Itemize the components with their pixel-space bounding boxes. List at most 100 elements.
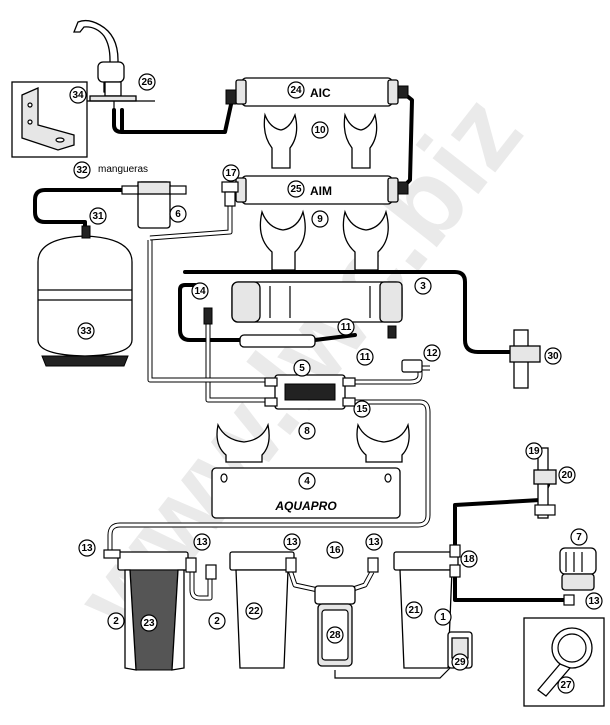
callout-33: 33 [77, 322, 95, 340]
callout-12: 12 [423, 344, 441, 362]
drain-elbow [401, 359, 423, 373]
callout-26: 26 [138, 73, 156, 91]
callout-number: 10 [314, 125, 326, 136]
callout-number: 15 [356, 404, 368, 415]
prefilter-housing-21 [393, 551, 459, 669]
callout-number: 13 [81, 543, 93, 554]
callout-3: 3 [414, 277, 432, 295]
clips-10 [263, 112, 378, 169]
callout-7: 7 [570, 528, 588, 546]
callout-number: 33 [80, 326, 92, 337]
callout-24: 24 [287, 81, 305, 99]
fittings-13 [103, 544, 575, 606]
callout-number: 16 [329, 545, 341, 556]
callout-number: 6 [175, 209, 181, 220]
callout-number: 11 [360, 352, 371, 363]
callout-34: 34 [69, 86, 87, 104]
callout-number: 9 [317, 214, 323, 225]
callout-number: 29 [454, 657, 466, 668]
callout-number: 28 [329, 630, 341, 641]
callout-number: 3 [420, 281, 426, 292]
callout-number: 20 [561, 470, 573, 481]
drain-saddle [509, 329, 541, 389]
callout-number: 31 [92, 211, 104, 222]
callout-8: 8 [298, 422, 316, 440]
callout-27: 27 [557, 676, 575, 694]
callout-15: 15 [353, 400, 371, 418]
callout-32: 32 [73, 161, 91, 179]
callout-number: 34 [72, 90, 84, 101]
callout-13: 13 [193, 533, 211, 551]
callout-number: 23 [143, 618, 155, 629]
callout-13: 13 [365, 533, 383, 551]
faucet [70, 19, 155, 134]
callout-14: 14 [191, 282, 209, 300]
callout-number: 1 [440, 612, 446, 623]
callout-2: 2 [208, 612, 226, 630]
shutoff-valve [264, 374, 356, 410]
callout-18: 18 [460, 550, 478, 568]
callout-number: 13 [368, 537, 380, 548]
callout-number: 27 [560, 680, 572, 691]
aim-cartridge: AIM [235, 175, 399, 205]
callout-number: 12 [426, 348, 438, 359]
mounting-panel: AQUAPRO [211, 467, 401, 519]
membrane-housing [231, 281, 403, 323]
aic-cartridge: AIC [235, 77, 399, 107]
prefilter-housing-23 [117, 551, 189, 671]
tubing [33, 90, 567, 679]
callout-11: 11 [356, 348, 374, 366]
callout-number: 13 [286, 537, 298, 548]
callout-number: 11 [341, 322, 352, 333]
callout-number: 25 [290, 184, 302, 195]
callout-2: 2 [107, 612, 125, 630]
callout-number: 5 [299, 363, 305, 374]
tee-17 [221, 181, 239, 207]
callout-13: 13 [585, 592, 603, 610]
callout-21: 21 [405, 601, 423, 619]
callout-19: 19 [525, 442, 543, 460]
callout-22: 22 [245, 602, 263, 620]
callout-17: 17 [222, 164, 240, 182]
storage-tank [37, 225, 133, 367]
aic-label: AIC [310, 86, 331, 100]
callout-13: 13 [78, 539, 96, 557]
callout-number: 19 [528, 446, 540, 457]
adapter-7 [559, 547, 597, 591]
callout-number: 24 [290, 85, 302, 96]
callout-number: 18 [463, 554, 475, 565]
callout-number: 14 [194, 286, 206, 297]
callout-16: 16 [326, 541, 344, 559]
inline-filter-6 [121, 181, 187, 229]
callout-number: 21 [408, 605, 420, 616]
callout-number: 26 [141, 77, 153, 88]
callout-number: 2 [113, 616, 119, 627]
callout-6: 6 [169, 205, 187, 223]
callout-11: 11 [337, 318, 355, 336]
fitting-14 [203, 307, 213, 325]
callout-9: 9 [311, 210, 329, 228]
callout-29: 29 [451, 653, 469, 671]
aim-label: AIM [310, 184, 332, 198]
callout-number: 32 [76, 165, 88, 176]
callout-number: 13 [196, 537, 208, 548]
clips-8 [216, 422, 410, 463]
callout-20: 20 [558, 466, 576, 484]
callout-10: 10 [311, 121, 329, 139]
callout-number: 22 [248, 606, 260, 617]
callout-number: 7 [576, 532, 582, 543]
callout-number: 4 [304, 476, 310, 487]
feed-valve-19-20 [533, 447, 557, 519]
panel-brand: AQUAPRO [274, 499, 337, 513]
callout-number: 30 [547, 351, 559, 362]
prefilter-housing-22 [229, 551, 295, 669]
hoses-label: mangueras [98, 164, 148, 175]
flow-restrictor [239, 325, 397, 348]
callout-23: 23 [140, 614, 158, 632]
clips-9 [259, 209, 389, 271]
callout-25: 25 [287, 180, 305, 198]
callout-31: 31 [89, 207, 107, 225]
callout-5: 5 [293, 359, 311, 377]
callout-number: 17 [225, 168, 237, 179]
